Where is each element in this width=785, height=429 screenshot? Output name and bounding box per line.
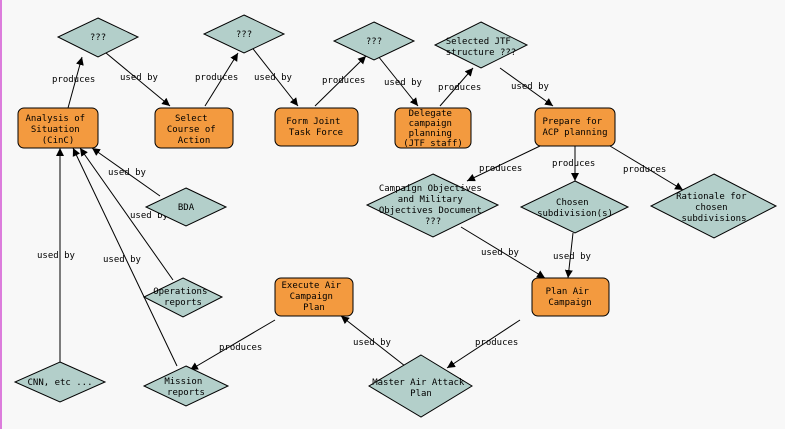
edge-label-produces: produces [623,165,666,175]
artifact-selected-jtf-structure[interactable]: Selected JTF structure ??? [433,21,529,69]
artifact-label: CNN, etc ... [27,378,92,388]
artifact-master-air-attack-plan[interactable]: Master Air Attack Plan [368,354,473,418]
artifact-q2[interactable]: ??? [202,14,286,54]
edge-label-produces: produces [479,164,522,174]
edge-label-used-by: used by [103,255,142,265]
artifact-campaign-objectives-document[interactable]: Campaign Objectives and Military Objecti… [365,173,500,238]
process-nodes: Analysis of Situation (CinC) Select Cour… [17,107,616,317]
edge-label-used-by: used by [553,252,592,262]
edge-label-used-by: used by [254,73,293,83]
edge-label-used-by: used by [120,73,159,83]
process-label: Execute Air Campaign Plan [281,281,346,313]
edges: produces used by produces used by produc… [37,44,684,371]
edge-label-used-by: used by [511,82,550,92]
artifact-nodes: ??? ??? ??? Selected JTF structure ??? [13,14,778,418]
edge-label-used-by: used by [384,78,423,88]
edge-label-produces: produces [475,338,518,348]
edge-jtfstructure-prepare [499,67,554,107]
process-prepare-for-acp-planning[interactable]: Prepare for ACP planning [534,107,616,147]
edge-planair-maap [446,319,521,369]
artifact-label: ??? [366,37,382,47]
artifact-label: Master Air Attack Plan [372,378,470,399]
edge-bda-analysis [91,147,161,197]
edge-label-produces: produces [52,75,95,85]
artifact-operations-reports[interactable]: Operations reports [142,277,224,318]
edge-maap-executeair [340,315,406,367]
process-label: Analysis of Situation (CinC) [25,114,90,146]
artifact-label: Rationale for chosen subdivisions [676,192,752,224]
edge-executeair-missionreports [189,319,276,371]
artifact-label: Campaign Objectives and Military Objecti… [379,184,487,227]
artifact-label: Chosen subdivision(s) [537,198,613,219]
process-analysis-of-situation[interactable]: Analysis of Situation (CinC) [17,107,99,149]
edge-label-used-by: used by [37,251,76,261]
edge-label-produces: produces [195,73,238,83]
edge-formjtf-q3 [314,55,367,107]
edge-chosensub-planair [564,232,574,279]
process-form-joint-task-force[interactable]: Form Joint Task Force [274,107,359,147]
edge-prepare-objectives [466,145,541,182]
artifact-cnn-etc[interactable]: CNN, etc ... [13,361,107,403]
process-label: Plan Air Campaign [546,287,595,308]
edge-label-used-by: used by [481,248,520,258]
process-label: Form Joint Task Force [286,117,346,138]
edge-opsreports-analysis [79,147,174,281]
edge-prepare-rationale [609,145,684,191]
artifact-mission-reports[interactable]: Mission reports [142,365,230,407]
edge-label-produces: produces [438,83,481,93]
edge-q2-formjtf [249,44,299,107]
edge-analysis-q1 [67,56,84,109]
artifact-label: Selected JTF structure ??? [446,37,516,58]
artifact-label: BDA [178,203,195,213]
artifact-rationale-for-chosen-subdivisions[interactable]: Rationale for chosen subdivisions [649,173,778,239]
edge-objectives-planair [460,226,546,279]
edge-label-produces: produces [322,76,365,86]
process-label: Delegate campaign planning (JTF staff) [403,109,463,149]
edge-label-used-by: used by [353,338,392,348]
artifact-label: ??? [90,33,106,43]
artifact-q1[interactable]: ??? [56,17,140,58]
edge-q3-delegate [377,55,419,107]
process-label: Select Course of Action [167,114,221,146]
edge-label-produces: produces [552,159,595,169]
edge-label-used-by: used by [108,168,147,178]
process-delegate-campaign-planning[interactable]: Delegate campaign planning (JTF staff) [394,107,472,149]
artifact-label: ??? [236,30,252,40]
edge-missionreports-analysis [72,147,178,367]
process-select-course-of-action[interactable]: Select Course of Action [154,107,234,149]
process-label: Prepare for ACP planning [542,117,607,138]
artifact-q3[interactable]: ??? [332,21,416,61]
edge-q1-selectcoa [99,47,171,107]
process-execute-air-campaign-plan[interactable]: Execute Air Campaign Plan [274,277,354,317]
artifact-label: Mission reports [164,377,207,398]
process-plan-air-campaign[interactable]: Plan Air Campaign [531,277,610,317]
artifact-chosen-subdivisions[interactable]: Chosen subdivision(s) [519,180,630,234]
artifact-label: Operations reports [153,287,213,308]
edge-delegate-jtfstructure [439,67,474,107]
edge-label-produces: produces [219,343,262,353]
artifact-bda[interactable]: BDA [144,187,228,227]
edge-label-used-by: used by [130,211,169,221]
edge-selectcoa-q2 [204,52,239,107]
